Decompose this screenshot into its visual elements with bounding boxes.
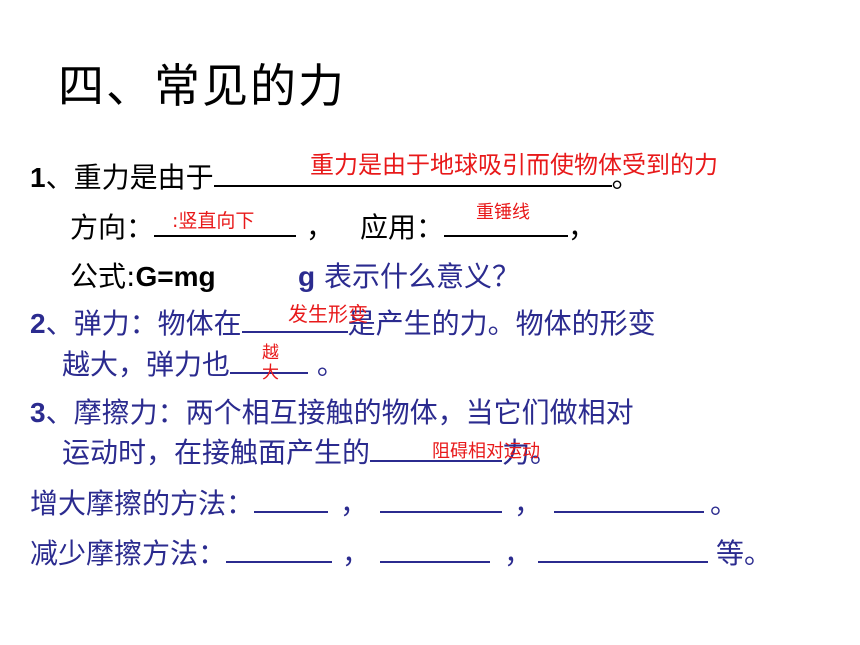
application-label: 应用： [360, 211, 445, 244]
decrease-blank-2[interactable] [380, 537, 491, 563]
increase-blank-3[interactable] [554, 487, 705, 513]
g-question-text: 表示什么意义？ [315, 260, 521, 293]
elastic-line2-end: 。 [308, 348, 345, 381]
increase-friction-line: 增大摩擦的方法： ， ， 。 [30, 482, 738, 522]
elastic-blank[interactable] [241, 307, 348, 333]
decrease-label: 减少摩擦方法： [30, 537, 227, 570]
formula-label: 公式: [70, 260, 136, 293]
elastic-line-2: 越大，弹力也 。 [62, 343, 345, 383]
formula-value: G=mg [135, 261, 216, 292]
direction-comma: ， [306, 211, 335, 244]
application-answer: 重锤线 [476, 202, 530, 223]
application-comma: ， [568, 211, 597, 244]
elastic-blank-2[interactable] [230, 348, 309, 374]
decrease-blank-1[interactable] [226, 537, 333, 563]
direction-label: 方向： [70, 211, 155, 244]
decrease-blank-3[interactable] [538, 537, 709, 563]
elastic-answer-2a: 越 [262, 343, 279, 363]
elastic-number: 2 [30, 308, 46, 339]
gravity-line: 1、重力是由于 。 [30, 156, 640, 196]
elastic-answer-2: 越 大 [262, 343, 279, 383]
gravity-end: 。 [611, 161, 640, 194]
direction-blank[interactable] [154, 211, 297, 237]
friction-line2-end: 力。 [502, 436, 559, 469]
friction-line2-lead: 运动时，在接触面产生的 [62, 436, 371, 469]
decrease-sep-1: ， [342, 537, 371, 570]
friction-line-1: 3、摩擦力：两个相互接触的物体，当它们做相对 [30, 391, 634, 431]
increase-blank-2[interactable] [380, 487, 503, 513]
formula-line: 公式:G=mg [70, 255, 216, 295]
page-title: 四、常见的力 [58, 59, 346, 113]
direction-answer: :竖直向下 [172, 210, 255, 232]
increase-blank-1[interactable] [254, 487, 329, 513]
gravity-answer: 重力是由于地球吸引而使物体受到的力 [310, 151, 718, 179]
increase-sep-2: ， [514, 487, 543, 520]
application-blank[interactable] [444, 211, 569, 237]
increase-sep-1: ， [340, 487, 369, 520]
elastic-line-1: 2、弹力：物体在 是产生的力。物体的形变 [30, 302, 656, 342]
gravity-blank[interactable] [213, 161, 612, 187]
friction-answer: 阻碍相对运动 [432, 441, 540, 462]
elastic-lead: 、弹力：物体在 [45, 307, 242, 340]
increase-end: 。 [710, 487, 739, 520]
friction-line-2: 运动时，在接触面产生的 力。 [62, 431, 558, 471]
g-question: g 表示什么意义？ [298, 255, 520, 295]
g-letter: g [298, 261, 316, 292]
elastic-line2-lead: 越大，弹力也 [62, 348, 231, 381]
elastic-answer: 发生形变 [288, 302, 368, 326]
decrease-sep-2: ， [504, 537, 533, 570]
increase-label: 增大摩擦的方法： [30, 487, 255, 520]
elastic-tail: 是产生的力。物体的形变 [347, 307, 656, 340]
friction-number: 3 [30, 397, 46, 428]
friction-blank[interactable] [370, 436, 503, 462]
gravity-number: 1 [30, 162, 46, 193]
friction-line1: 、摩擦力：两个相互接触的物体，当它们做相对 [45, 396, 634, 429]
gravity-lead: 、重力是由于 [45, 161, 214, 194]
application-line: 应用： ， [360, 206, 596, 246]
direction-line: 方向： ， [70, 206, 334, 246]
decrease-end: 等。 [716, 537, 773, 570]
decrease-friction-line: 减少摩擦方法： ， ， 等。 [30, 532, 772, 572]
elastic-answer-2b: 大 [262, 363, 279, 383]
